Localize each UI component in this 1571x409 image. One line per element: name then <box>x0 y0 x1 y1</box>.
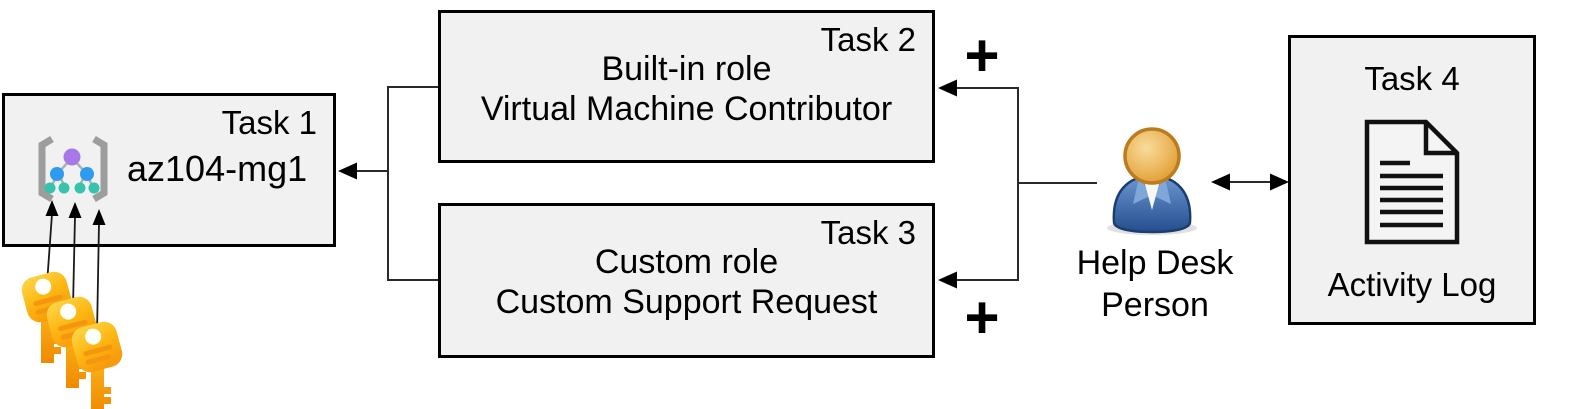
key-icon <box>71 321 123 409</box>
plus-sign-bottom: + <box>964 284 1000 351</box>
task2-role-name: Virtual Machine Contributor <box>480 90 893 128</box>
task3-label: Task 3 <box>820 214 916 251</box>
task2-box: Task 2 Built-in role Virtual Machine Con… <box>438 10 935 163</box>
task3-role-text: Custom role Custom Support Request <box>441 242 932 322</box>
task3-role-name: Custom Support Request <box>495 283 878 321</box>
task4-label: Task 4 <box>1364 60 1460 97</box>
task1-box: Task 1 <box>2 93 336 247</box>
task4-caption: Activity Log <box>1327 266 1497 303</box>
actor-name-line1: Help Desk <box>1076 244 1234 282</box>
plus-sign-top: + <box>964 22 1000 89</box>
management-group-icon <box>35 134 111 204</box>
task3-role-type: Custom role <box>594 243 779 281</box>
task1-content: az104-mg1 <box>35 134 307 204</box>
task4-box: Task 4 Activity Log <box>1288 35 1536 325</box>
task2-role-text: Built-in role Virtual Machine Contributo… <box>441 49 932 129</box>
actor-name-line2: Person <box>1101 286 1209 324</box>
document-icon <box>1291 119 1533 245</box>
task2-label: Task 2 <box>820 21 916 58</box>
task1-label: Task 1 <box>221 104 317 141</box>
task1-resource-name: az104-mg1 <box>127 148 308 189</box>
task3-box: Task 3 Custom role Custom Support Reques… <box>438 203 935 358</box>
task2-role-type: Built-in role <box>601 50 772 88</box>
actor-label: Help Desk Person <box>1058 242 1252 326</box>
person-icon <box>1107 127 1197 235</box>
